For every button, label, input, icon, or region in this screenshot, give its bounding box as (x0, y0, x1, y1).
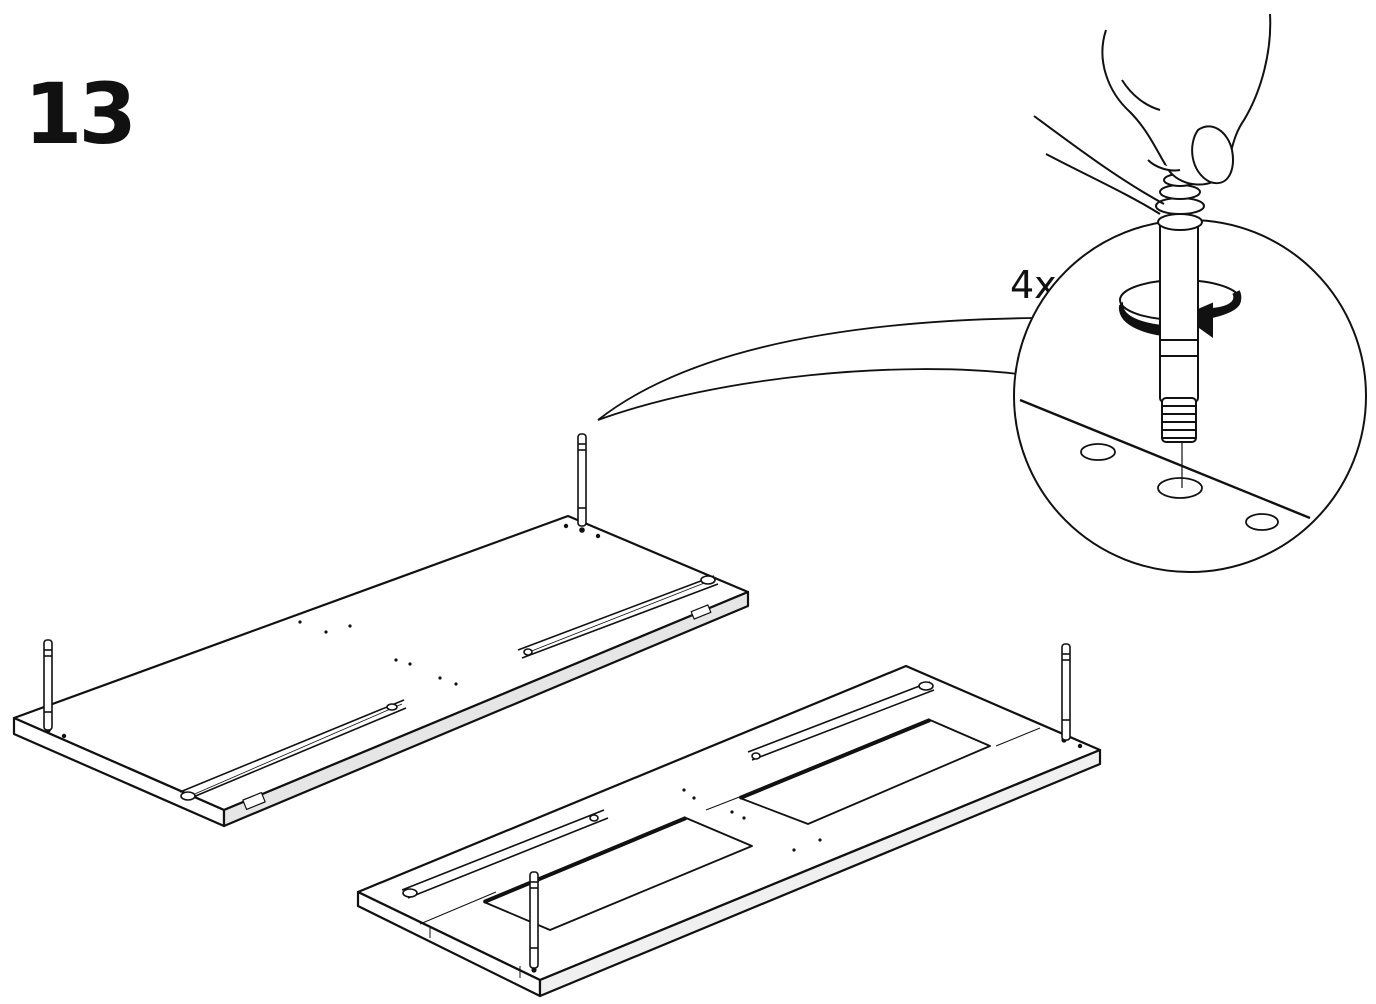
dowel-detail (1155, 173, 1205, 443)
dowel-right-panel-back (1061, 643, 1071, 741)
magnified-detail-circle (1013, 13, 1367, 573)
step-number: 13 (24, 65, 137, 163)
left-panel-rail-front (179, 699, 407, 801)
left-panel-rail-back (517, 575, 719, 659)
detail-holes (1080, 443, 1279, 531)
left-panel (12, 514, 750, 828)
right-panel (356, 664, 1102, 998)
right-panel-rail-front (401, 809, 609, 899)
hand-icon (1033, 13, 1272, 215)
callout-leader (597, 317, 1035, 421)
dowel-left-panel-front (43, 639, 53, 731)
dowel-right-panel-front (529, 871, 539, 969)
dowel-left-panel-back (577, 433, 587, 527)
right-panel-rail-back (747, 681, 935, 761)
